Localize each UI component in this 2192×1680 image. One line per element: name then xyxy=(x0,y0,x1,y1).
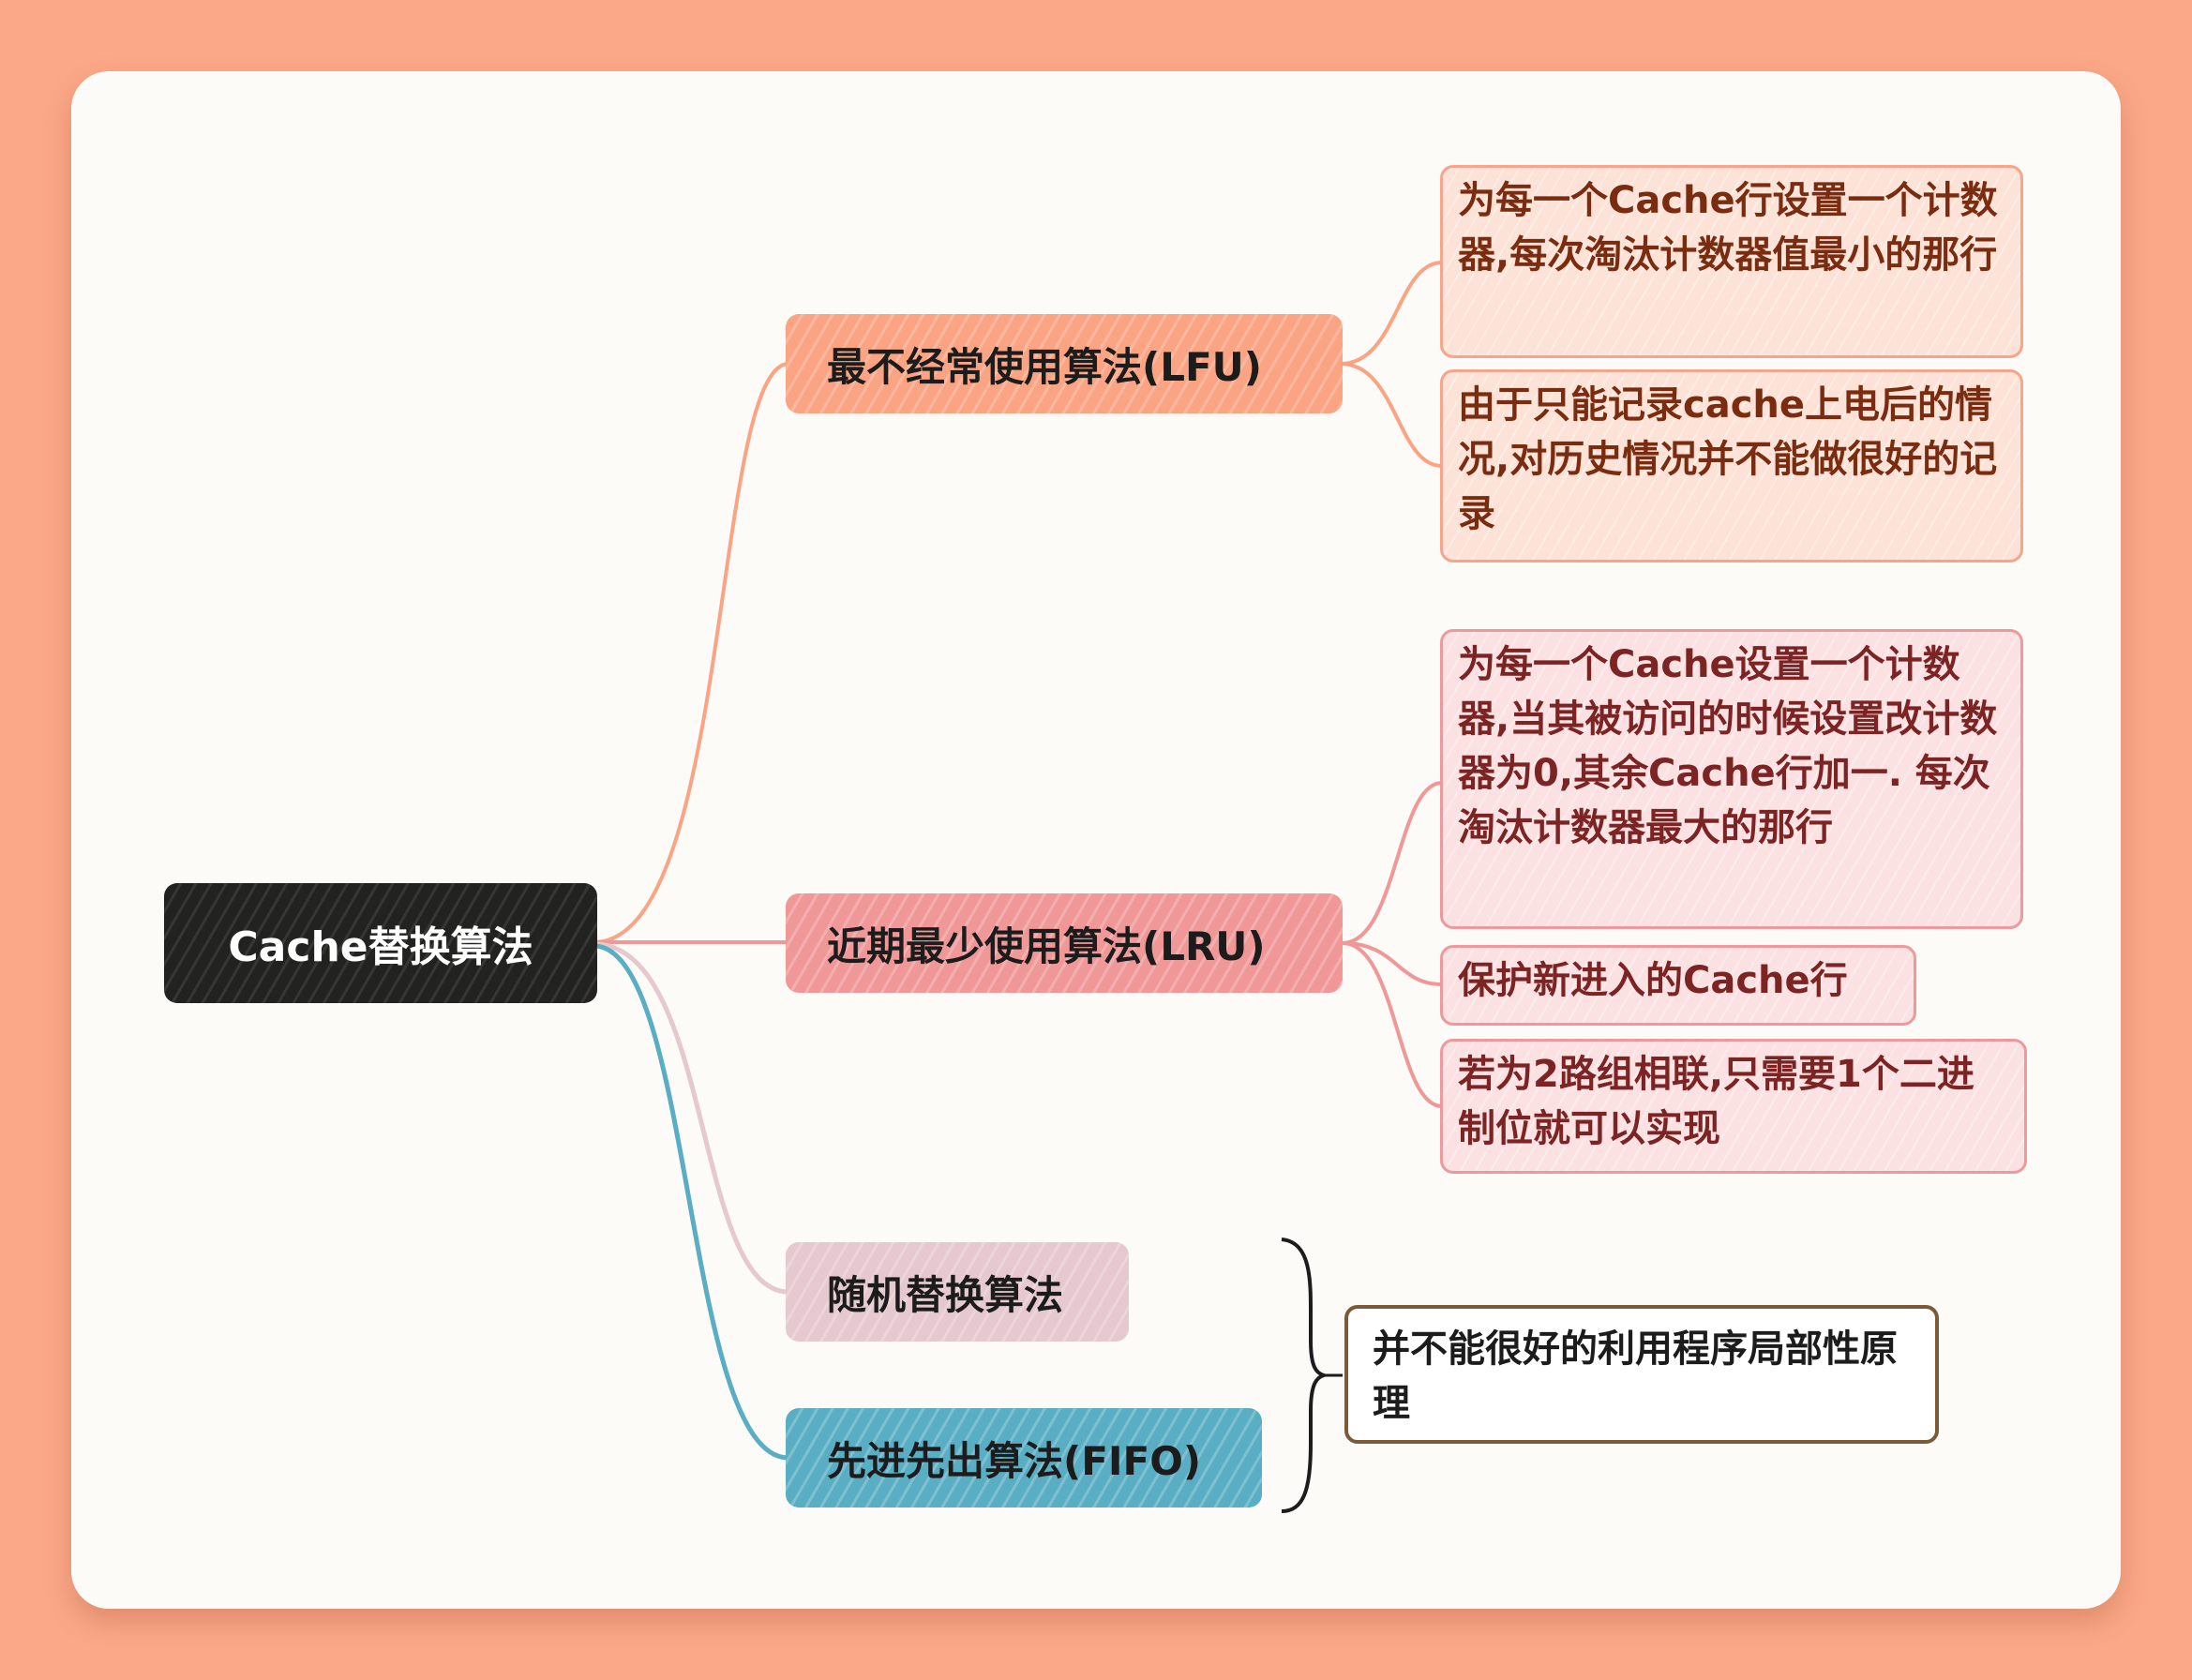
link-root-fifo xyxy=(594,943,788,1461)
link-lru-detail-3 xyxy=(1342,941,1443,1108)
branch-fifo-label: 先进先出算法(FIFO) xyxy=(827,1437,1202,1484)
summary-brace xyxy=(1281,1238,1331,1513)
link-lfu-detail-2 xyxy=(1340,362,1443,468)
lru-detail-1[interactable]: 为每一个Cache设置一个计数器,当其被访问的时候设置改计数器为0,其余Cach… xyxy=(1440,629,2023,929)
summary-note[interactable]: 并不能很好的利用程序局部性原理 xyxy=(1344,1305,1939,1444)
link-lru-detail-1 xyxy=(1342,781,1443,945)
root-node[interactable]: Cache替换算法 xyxy=(164,883,597,1003)
lru-detail-2[interactable]: 保护新进入的Cache行 xyxy=(1440,945,1916,1026)
branch-lfu-label: 最不经常使用算法(LFU) xyxy=(827,343,1262,390)
branch-fifo[interactable]: 先进先出算法(FIFO) xyxy=(786,1408,1262,1508)
branch-random[interactable]: 随机替换算法 xyxy=(786,1242,1129,1342)
branch-lfu[interactable]: 最不经常使用算法(LFU) xyxy=(786,314,1343,413)
link-root-lfu xyxy=(594,362,788,944)
lfu-detail-1[interactable]: 为每一个Cache行设置一个计数器,每次淘汰计数器值最小的那行 xyxy=(1440,165,2023,358)
summary-note-text: 并不能很好的利用程序局部性原理 xyxy=(1373,1328,1898,1425)
lru-detail-2-text: 保护新进入的Cache行 xyxy=(1458,959,1848,1002)
link-root-random xyxy=(594,941,788,1295)
lfu-detail-1-text: 为每一个Cache行设置一个计数器,每次淘汰计数器值最小的那行 xyxy=(1458,179,1998,277)
link-lru-detail-2 xyxy=(1342,941,1443,986)
lru-detail-1-text: 为每一个Cache设置一个计数器,当其被访问的时候设置改计数器为0,其余Cach… xyxy=(1458,643,1998,849)
root-label: Cache替换算法 xyxy=(228,923,533,971)
branch-random-label: 随机替换算法 xyxy=(827,1271,1064,1318)
lru-detail-3-text: 若为2路组相联,只需要1个二进制位就可以实现 xyxy=(1458,1053,1974,1150)
link-lfu-detail-1 xyxy=(1340,261,1443,366)
branch-lru-label: 近期最少使用算法(LRU) xyxy=(827,922,1266,969)
branch-lru[interactable]: 近期最少使用算法(LRU) xyxy=(786,893,1343,993)
lfu-detail-2-text: 由于只能记录cache上电后的情况,对历史情况并不能做很好的记录 xyxy=(1458,383,1998,535)
lfu-detail-2[interactable]: 由于只能记录cache上电后的情况,对历史情况并不能做很好的记录 xyxy=(1440,369,2023,562)
lru-detail-3[interactable]: 若为2路组相联,只需要1个二进制位就可以实现 xyxy=(1440,1039,2027,1174)
